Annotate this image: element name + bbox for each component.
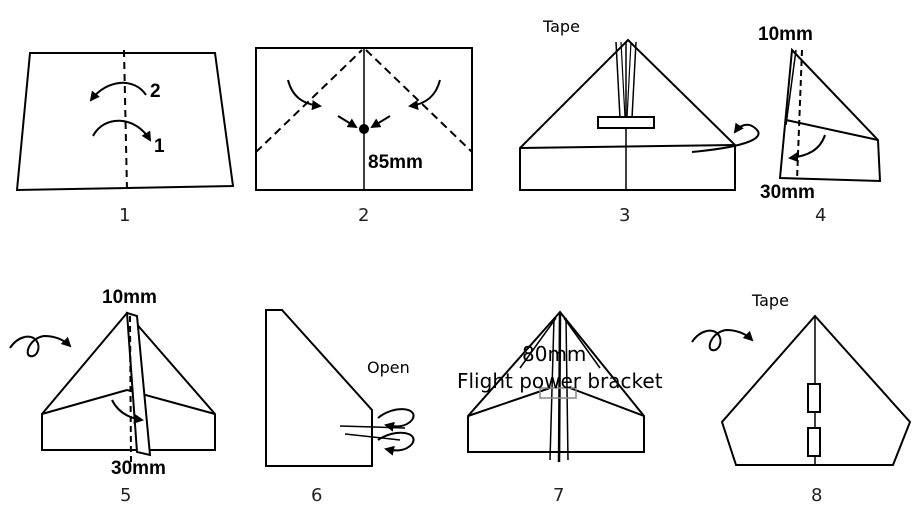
step-6 [265, 309, 415, 467]
fin-right [565, 317, 569, 461]
flip-arrow [691, 122, 760, 153]
step-3-label-tape: Tape [542, 17, 580, 36]
step-3-number: 3 [619, 205, 630, 226]
step-5-number: 5 [120, 485, 131, 506]
fold-line [123, 49, 128, 191]
step-6-label-open: Open [367, 358, 410, 377]
crease-line [785, 49, 797, 126]
tape-strip-upper [807, 383, 821, 413]
paper-sheet [15, 52, 235, 192]
open-arrow-upper [377, 408, 415, 432]
step-4-label-10mm: 10mm [758, 24, 813, 45]
nose-fold-right [563, 317, 601, 369]
step-6-number: 6 [311, 485, 322, 506]
wing-fold-line [785, 119, 879, 141]
folded-wing [265, 309, 373, 467]
wing-line-left [467, 387, 551, 417]
wing-fold-left [41, 389, 128, 415]
wing-line-right [569, 387, 645, 417]
fold-line [796, 49, 803, 181]
step-1-number: 1 [119, 205, 130, 226]
nose-fold-right [631, 41, 637, 119]
step-7 [467, 310, 645, 463]
step-3 [519, 38, 760, 191]
step-5-label-30mm: 30mm [111, 458, 166, 479]
step-2-label-85mm: 85mm [368, 152, 423, 173]
step-4-label-30mm: 30mm [760, 182, 815, 203]
fold-line-right [365, 49, 473, 153]
fold-arrow-2 [89, 81, 147, 102]
airplane-body [519, 38, 736, 191]
step-2 [255, 47, 473, 191]
center-dot [359, 124, 369, 134]
step-8-number: 8 [811, 485, 822, 506]
fold-arrow-right [408, 79, 441, 110]
step-2-number: 2 [358, 205, 369, 226]
step-4-number: 4 [815, 205, 826, 226]
fin-left [549, 317, 555, 461]
fold-arrow [111, 399, 144, 424]
fold-arrow-1 [92, 119, 152, 142]
nose-fold-mid2 [626, 41, 632, 119]
step-5-label-10mm: 10mm [102, 287, 157, 308]
airplane-body [467, 310, 645, 453]
flip-symbol [9, 334, 72, 358]
step-7-number: 7 [553, 485, 564, 506]
power-bracket [539, 387, 577, 399]
step-5 [9, 311, 216, 463]
nose-fold-left [615, 41, 621, 119]
airplane-body [41, 311, 216, 451]
step-1-label-2: 2 [150, 81, 161, 102]
flip-symbol [691, 328, 754, 352]
folded-flap [125, 311, 152, 457]
step-4 [778, 47, 882, 183]
point-arrow-right [370, 115, 391, 129]
tape-strip-lower [807, 427, 821, 457]
fold-arrow [788, 134, 826, 163]
step-1-label-1: 1 [154, 136, 165, 157]
fold-arrow-left [287, 79, 322, 111]
open-arrow-lower [377, 431, 415, 456]
point-arrow-left [337, 115, 358, 129]
tape-strip [597, 116, 655, 129]
fold-line-left [255, 49, 363, 153]
step-7-label-80mm: 80mm [522, 342, 586, 366]
step-1 [15, 49, 235, 192]
step-8-label-tape: Tape [751, 291, 789, 310]
folded-half [778, 47, 882, 183]
step-8 [691, 314, 912, 466]
fold-line [129, 315, 132, 463]
step-7-label-bracket: Flight power bracket [457, 369, 663, 393]
nose-fold-mid [620, 41, 626, 119]
nose-fold-left [519, 317, 557, 369]
wing-fold-line [519, 144, 736, 149]
